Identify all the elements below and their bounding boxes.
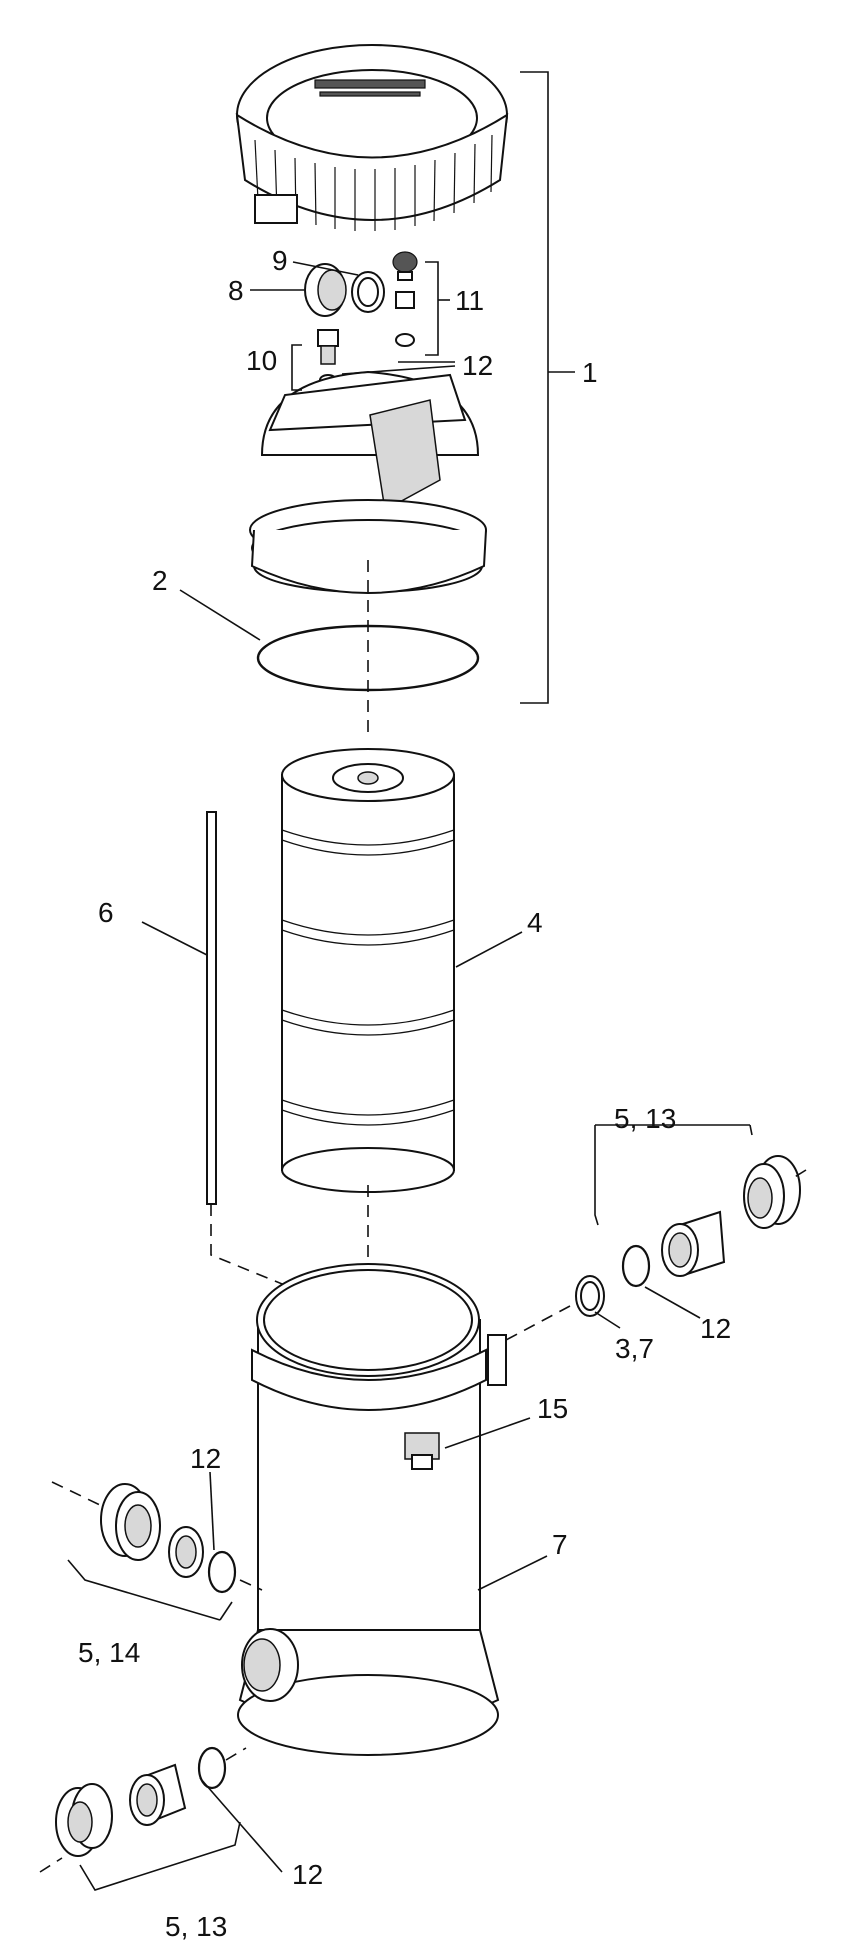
assembly-bracket: [520, 71, 549, 704]
filter-tank: [237, 1263, 507, 1756]
tank-lid: [249, 370, 487, 594]
callout-12-bottom: 12: [292, 1859, 323, 1890]
union-nut-bottom: [55, 1783, 113, 1857]
callout-10: 10: [246, 345, 277, 376]
o-ring-bottom: [197, 1746, 227, 1790]
callout-12-right: 12: [700, 1313, 731, 1344]
callout-7: 7: [552, 1529, 568, 1560]
o-ring-right: [621, 1244, 651, 1288]
callout-labels: 1 2 4 6 7 8 9 10 11 12 12 3,7 15 5, 13 1…: [78, 245, 731, 1942]
tail-piece-right: [661, 1210, 726, 1277]
callout-11: 11: [455, 285, 484, 316]
leader-lines: [67, 261, 753, 1891]
tail-piece-bottom: [129, 1763, 187, 1826]
gauge-ring: [351, 271, 385, 313]
o-ring-left: [207, 1550, 237, 1594]
callout-3-7: 3,7: [615, 1333, 654, 1364]
union-nut-right: [743, 1155, 801, 1229]
callout-4: 4: [527, 907, 543, 938]
air-relief-valve: [392, 251, 418, 347]
lock-ring: [235, 44, 509, 231]
callout-12-left: 12: [190, 1443, 221, 1474]
callout-12-top: 12: [462, 350, 493, 381]
union-nut-left: [100, 1483, 161, 1561]
callout-5-14: 5, 14: [78, 1637, 140, 1668]
callout-9: 9: [272, 245, 288, 276]
callout-1: 1: [582, 357, 598, 388]
filter-cartridge: [281, 748, 455, 1193]
adapter-left: [168, 1526, 204, 1578]
pipe-rod: [206, 811, 217, 1205]
callout-5-13-bottom: 5, 13: [165, 1911, 227, 1942]
callout-5-13-top: 5, 13: [614, 1103, 676, 1134]
callout-6: 6: [98, 897, 114, 928]
callout-2: 2: [152, 565, 168, 596]
adapter-ring-right: [575, 1275, 605, 1317]
callout-15: 15: [537, 1393, 568, 1424]
callout-8: 8: [228, 275, 244, 306]
